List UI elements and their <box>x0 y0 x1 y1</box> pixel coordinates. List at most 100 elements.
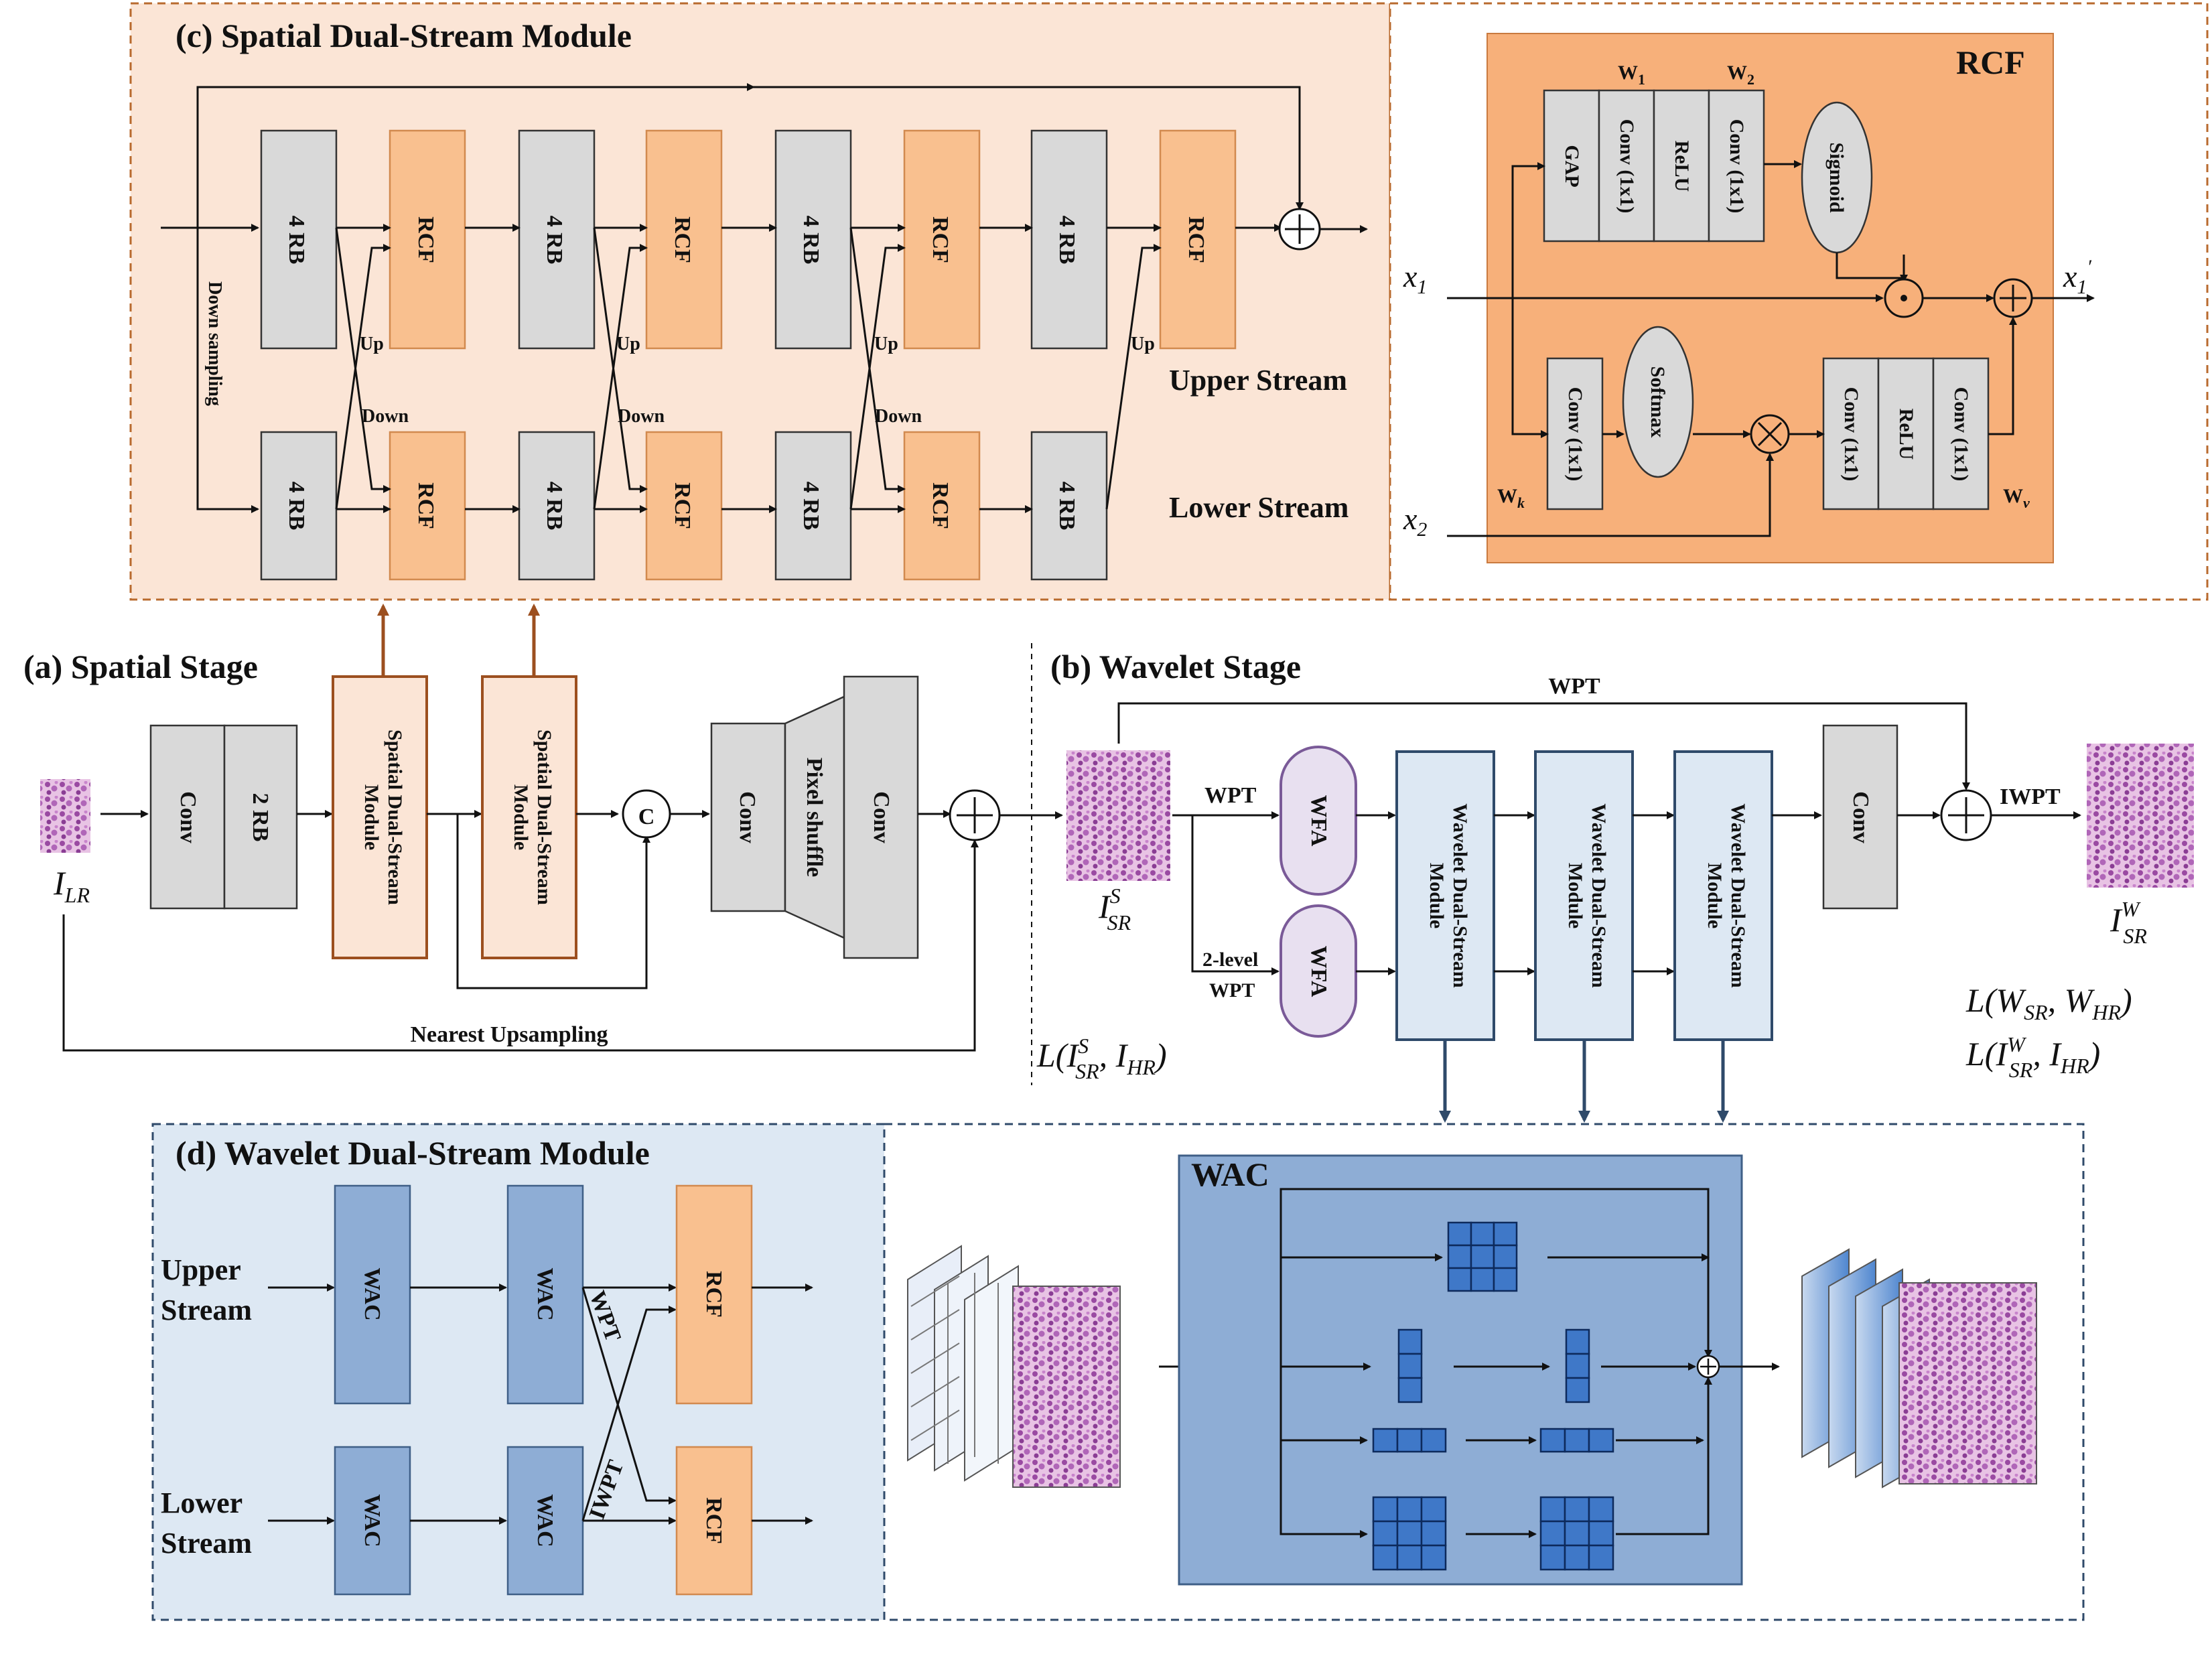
rb-block <box>223 724 298 910</box>
rb-block <box>774 129 852 350</box>
svg-text:4 RB: 4 RB <box>542 216 567 265</box>
spatial-stage: (a) Spatial Stage ILR Conv 2 RB Spatial … <box>23 648 1063 1052</box>
upper-stream-label: Upper Stream <box>1169 364 1347 397</box>
svg-text:Conv: Conv <box>176 791 200 843</box>
wpt-top-label: WPT <box>1548 674 1600 699</box>
conv-block <box>710 722 786 912</box>
wavelet-dual-stream-module-3 <box>1673 750 1773 1041</box>
rcf-block <box>903 431 981 581</box>
svg-text:Module: Module <box>360 784 383 850</box>
svg-text:Wavelet Dual-Stream: Wavelet Dual-Stream <box>1449 803 1471 987</box>
panel-c-title: (c) Spatial Dual-Stream Module <box>176 17 632 54</box>
svg-text:Conv (1x1): Conv (1x1) <box>1840 387 1862 482</box>
lower-row: 4 RB RCF 4 RB RCF 4 RB RCF 4 RB <box>260 431 1108 581</box>
svg-text:Softmax: Softmax <box>1647 366 1669 438</box>
plus-circle-icon <box>949 789 1001 841</box>
conv-block <box>149 724 226 910</box>
nearest-upsampling-label: Nearest Upsampling <box>411 1022 608 1047</box>
up-label: Up <box>616 334 640 354</box>
svg-text:RCF: RCF <box>928 482 953 529</box>
wv-label: Wv <box>2003 485 2030 511</box>
svg-text:WFA: WFA <box>1306 795 1331 847</box>
wac-block <box>506 1184 584 1405</box>
svg-text:WAC: WAC <box>533 1494 557 1547</box>
plus-circle-icon <box>1940 789 1992 841</box>
rcf-detail-panel: RCF GAP Conv (1x1) ReLU Conv (1x1) W1 W2… <box>1389 2 2209 601</box>
tissue-image-icon <box>40 779 90 853</box>
x1-prime-label: x1′ <box>2063 256 2091 298</box>
rcf-block <box>645 129 723 350</box>
svg-text:RCF: RCF <box>1184 216 1208 263</box>
svg-text:Stream: Stream <box>161 1294 252 1326</box>
svg-text:WFA: WFA <box>1306 946 1331 997</box>
wac-block <box>334 1184 411 1405</box>
dot-circle-icon <box>1884 278 1924 318</box>
wavelet-dual-stream-module-2 <box>1534 750 1634 1041</box>
up-label: Up <box>360 334 384 354</box>
down-label: Down <box>618 406 665 427</box>
svg-text:RCF: RCF <box>413 216 438 263</box>
kernel-grid-icon <box>1565 1328 1590 1403</box>
gap-label: GAP <box>1561 145 1583 187</box>
svg-text:Module: Module <box>1564 863 1586 928</box>
times-circle-icon <box>1750 414 1790 454</box>
rcf-block <box>1159 129 1237 350</box>
lower-stream-label: Lower Stream <box>1169 491 1349 524</box>
rcf-title: RCF <box>1956 44 2025 81</box>
rcf-block <box>389 129 466 350</box>
loss-wavelet-label: L(WSR, WHR) <box>1965 981 2132 1024</box>
tissue-image-icon <box>2087 744 2194 888</box>
up-label: Up <box>874 334 898 354</box>
svg-text:Module: Module <box>510 784 532 850</box>
kernel-grid-icon <box>1539 1428 1614 1453</box>
svg-text:RCF: RCF <box>928 216 953 263</box>
wfa-block <box>1280 746 1357 896</box>
conv1x1-label: Conv (1x1) <box>1726 119 1748 214</box>
svg-text:Wavelet Dual-Stream: Wavelet Dual-Stream <box>1588 803 1610 987</box>
upper-row: 4 RB RCF 4 RB RCF 4 RB RCF 4 RB RCF <box>260 129 1237 350</box>
svg-text:RCF: RCF <box>701 1497 726 1544</box>
wac-title: WAC <box>1191 1156 1269 1193</box>
two-level-label: 2-level <box>1202 949 1258 971</box>
rb-block <box>518 129 596 350</box>
svg-text:WAC: WAC <box>360 1267 385 1320</box>
svg-text:4 RB: 4 RB <box>799 216 823 265</box>
svg-text:WAC: WAC <box>533 1267 557 1320</box>
svg-text:ReLU: ReLU <box>1895 409 1917 460</box>
wavelet-dual-stream-module-1 <box>1395 750 1495 1041</box>
relu-label: ReLU <box>1671 141 1693 192</box>
svg-text:4 RB: 4 RB <box>1054 216 1079 265</box>
kernel-grid-icon <box>1372 1496 1447 1571</box>
svg-text:Wavelet Dual-Stream: Wavelet Dual-Stream <box>1727 803 1749 987</box>
svg-text:RCF: RCF <box>670 482 695 529</box>
up-label: Up <box>1131 334 1155 354</box>
x1-label: x1 <box>1403 259 1427 298</box>
concat-circle-icon: C <box>622 789 671 839</box>
svg-text:4 RB: 4 RB <box>799 482 823 531</box>
svg-text:Sigmoid: Sigmoid <box>1825 142 1848 212</box>
kernel-grid-icon <box>1372 1428 1447 1453</box>
svg-text:Module: Module <box>1704 863 1726 928</box>
svg-text:4 RB: 4 RB <box>284 216 309 265</box>
svg-text:Conv (1x1): Conv (1x1) <box>1950 387 1972 482</box>
svg-text:Spatial Dual-Stream: Spatial Dual-Stream <box>384 730 406 905</box>
svg-text:Pixel shuffle: Pixel shuffle <box>802 758 827 877</box>
upper-stream-label: Upper <box>161 1253 241 1286</box>
spatial-dual-stream-module-1 <box>332 675 428 959</box>
wac-detail-panel <box>1178 1154 1743 1586</box>
plus-circle-icon <box>1696 1355 1720 1379</box>
tissue-image-icon <box>1898 1282 2037 1484</box>
w1-label: W1 <box>1618 62 1645 88</box>
panel-d-title: (d) Wavelet Dual-Stream Module <box>176 1134 650 1172</box>
svg-text:Spatial Dual-Stream: Spatial Dual-Stream <box>533 730 555 905</box>
svg-text:Conv: Conv <box>1848 791 1873 843</box>
spatial-dual-stream-panel: (c) Spatial Dual-Stream Module Down samp… <box>129 2 1391 601</box>
rb-block <box>1030 129 1108 350</box>
panel-a-title: (a) Spatial Stage <box>23 648 258 685</box>
